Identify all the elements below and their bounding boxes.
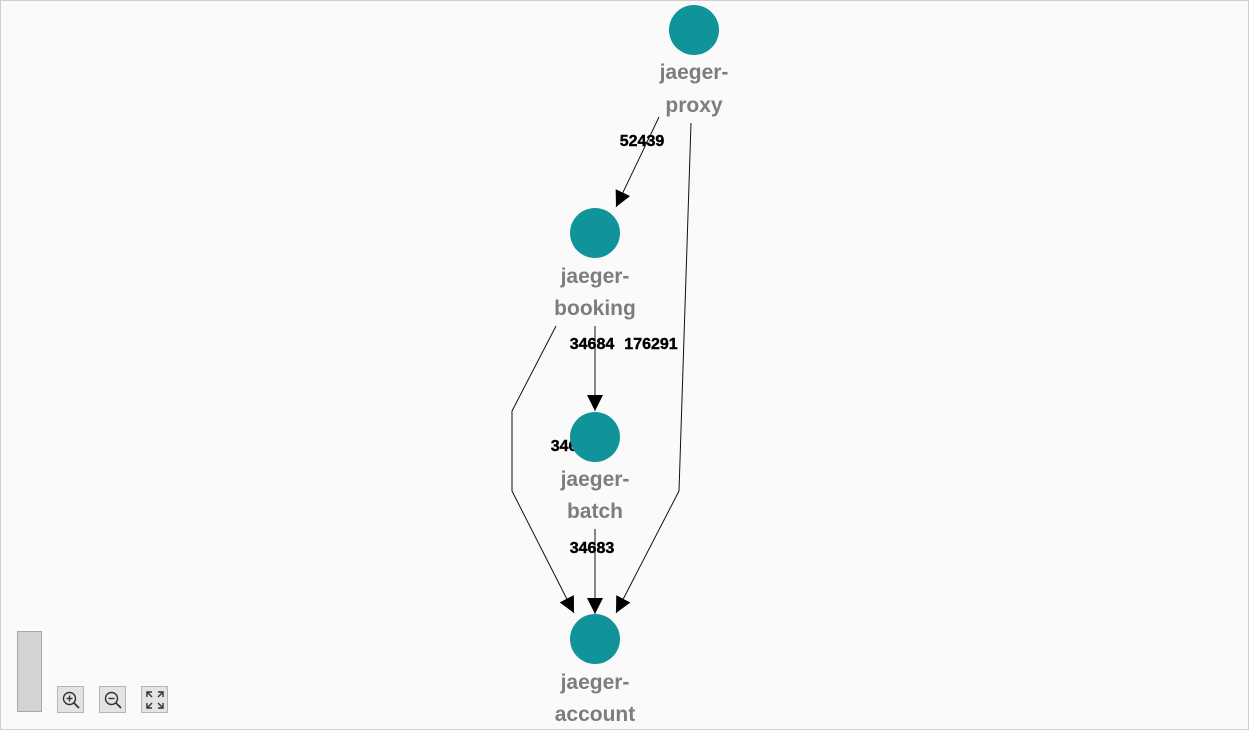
zoom-in-icon [61,690,81,710]
node-label-line1: jaeger- [560,468,630,491]
edge-booking-account [511,325,575,614]
zoom-slider[interactable] [17,631,42,712]
node-label-line1: jaeger- [560,265,630,288]
node-label-line1: jaeger- [560,671,630,694]
node-jaeger-account[interactable]: jaeger- account [555,614,636,726]
edge-proxy-account [615,122,692,614]
node-label-line2: account [555,703,636,726]
fit-screen-icon [145,690,165,710]
edge-label-proxy-account: 176291 [624,336,677,353]
node-jaeger-batch[interactable]: jaeger- batch [560,412,630,523]
zoom-out-button[interactable] [99,686,126,713]
node-jaeger-booking[interactable]: jaeger- booking [554,208,636,320]
fit-screen-button[interactable] [141,686,168,713]
node-label-line2: booking [554,297,636,320]
node-label-line1: jaeger- [659,61,729,84]
node-circle[interactable] [570,412,620,462]
edge-label-proxy-booking: 52439 [620,133,665,150]
node-circle[interactable] [570,614,620,664]
edge-label-booking-batch: 34684 [570,336,615,353]
node-circle[interactable] [570,208,620,258]
zoom-out-icon [103,690,123,710]
node-label-line2: proxy [665,94,723,117]
node-label-line2: batch [567,500,623,523]
zoom-in-button[interactable] [57,686,84,713]
node-circle[interactable] [669,5,719,55]
edge-label-batch-account: 34683 [570,540,615,557]
node-jaeger-proxy[interactable]: jaeger- proxy [659,5,729,117]
edge-proxy-booking [615,116,660,208]
